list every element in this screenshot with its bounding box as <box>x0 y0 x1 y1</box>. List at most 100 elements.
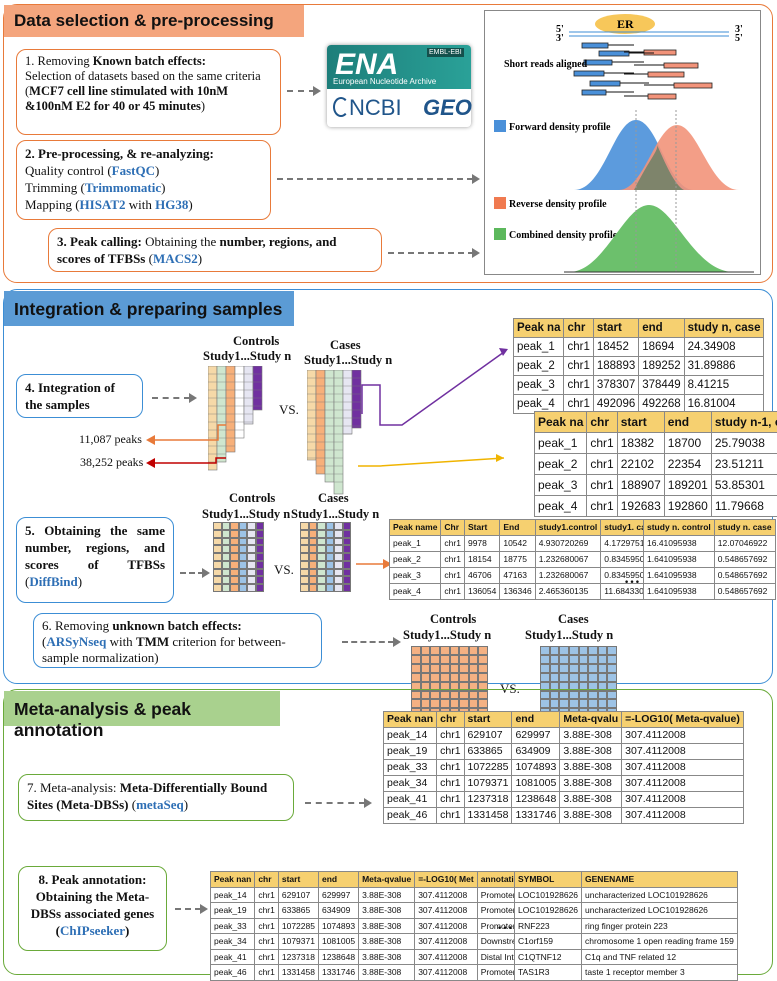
matrix-cell <box>559 681 569 691</box>
arrowhead-step1 <box>313 86 321 96</box>
matrix-cell <box>588 672 598 682</box>
tE-cell: peak_41 <box>382 791 438 808</box>
matrix-cell <box>213 560 222 569</box>
peak-count-arrows <box>146 424 226 468</box>
tF-cell: chr1 <box>254 948 279 965</box>
tG-cell: ring finger protein 223 <box>581 917 738 934</box>
tF-header-cell: Peak nan <box>209 871 256 888</box>
matrix-cell <box>308 522 317 530</box>
arrowhead-step6 <box>393 637 401 647</box>
matrix-cell <box>578 646 589 655</box>
step7-box: 7. Meta-analysis: Meta-Differentially Bo… <box>18 774 294 821</box>
ena-title: ENA <box>335 48 399 81</box>
matrix-cell <box>308 553 317 561</box>
tB-header-cell: study n-1, case <box>710 411 777 433</box>
matrix-cell <box>213 537 222 546</box>
matrix-cell <box>449 690 460 700</box>
matrix-cell <box>247 529 256 538</box>
tB-cell: 188907 <box>616 474 665 496</box>
matrix-cell <box>420 681 431 691</box>
tF-cell: 1331458 <box>277 964 319 981</box>
matrix-cell <box>449 681 460 691</box>
matrix-cell <box>342 537 351 546</box>
peak-calling-diagram: ER 5' 3' 3' 5' Short reads aligned Forwa… <box>484 10 761 275</box>
strand-5prime-top: 5' <box>556 24 564 35</box>
arrow-step5 <box>180 572 204 574</box>
annotation-ellipsis: … <box>497 916 513 933</box>
matrix-cell <box>317 553 326 561</box>
tF-cell: peak_46 <box>209 964 256 981</box>
tG-cell: RNF223 <box>513 917 583 934</box>
tB-cell: peak_2 <box>533 453 588 475</box>
matrix-cell <box>255 553 264 561</box>
tB-header-cell: end <box>663 411 712 433</box>
tF-header-cell: end <box>317 871 360 888</box>
arrowhead-step5 <box>202 568 210 578</box>
matrix-cell <box>334 545 343 554</box>
vs-label-1: VS. <box>279 402 299 417</box>
tC-cell: 4.930720269 <box>534 535 602 552</box>
tC-cell: 2.465360135 <box>534 583 602 600</box>
matrix-cell <box>300 522 309 530</box>
matrix-cell <box>213 529 222 538</box>
matrix-cell <box>247 560 256 569</box>
matrix-cell <box>549 690 560 700</box>
matrix-cell <box>607 699 617 709</box>
matrix-cell <box>420 672 431 682</box>
matrix-cell <box>430 672 440 682</box>
matrix-cell <box>247 522 256 530</box>
matrix-cell <box>420 646 431 655</box>
tA-cell: 18694 <box>638 337 685 357</box>
tC-cell: 46706 <box>463 567 501 584</box>
matrix-cell <box>334 522 343 530</box>
section-title-meta-analysis: Meta-analysis & peak annotation <box>4 691 280 740</box>
matrix-cell <box>439 672 450 682</box>
arrowhead-step7 <box>364 798 372 808</box>
arrow-step2 <box>277 178 473 180</box>
tC-cell: chr1 <box>440 567 465 584</box>
tF-cell: 3.88E-308 <box>358 917 416 934</box>
matrix-cell <box>213 584 222 592</box>
tE-cell: 629997 <box>511 727 561 744</box>
matrix-cell <box>597 690 608 700</box>
matrix-cell <box>334 560 343 569</box>
matrix-cell <box>559 654 569 664</box>
matrix-cell <box>430 654 440 664</box>
tC-cell: 10542 <box>499 535 536 552</box>
matrix-cell <box>255 545 264 554</box>
study-range-label-1: Study1...Study n <box>203 349 292 363</box>
tB-header-cell: chr <box>586 411 618 433</box>
tE-cell: 3.88E-308 <box>559 759 623 776</box>
matrix-cell <box>255 584 264 592</box>
short-reads <box>573 42 713 100</box>
tF-cell: 629997 <box>317 886 360 903</box>
matrix-cell <box>247 553 256 561</box>
matrix-cell <box>342 568 351 577</box>
tE-cell: chr1 <box>436 727 465 744</box>
matrix-cell <box>568 646 579 655</box>
tE-cell: chr1 <box>436 759 465 776</box>
matrix-cell <box>559 663 569 673</box>
matrix-cell <box>540 681 550 691</box>
tE-cell: 1072285 <box>463 759 513 776</box>
tF-header-cell: chr <box>254 871 279 888</box>
matrix-cell <box>468 681 479 691</box>
matrix-cell <box>568 699 579 709</box>
matrix-cell <box>597 681 608 691</box>
matrix-cell <box>300 537 309 546</box>
tE-header-cell: =-LOG10( Meta-qvalue) <box>621 711 744 728</box>
tB-cell: 192683 <box>616 495 665 517</box>
tE-cell: 3.88E-308 <box>559 791 623 808</box>
